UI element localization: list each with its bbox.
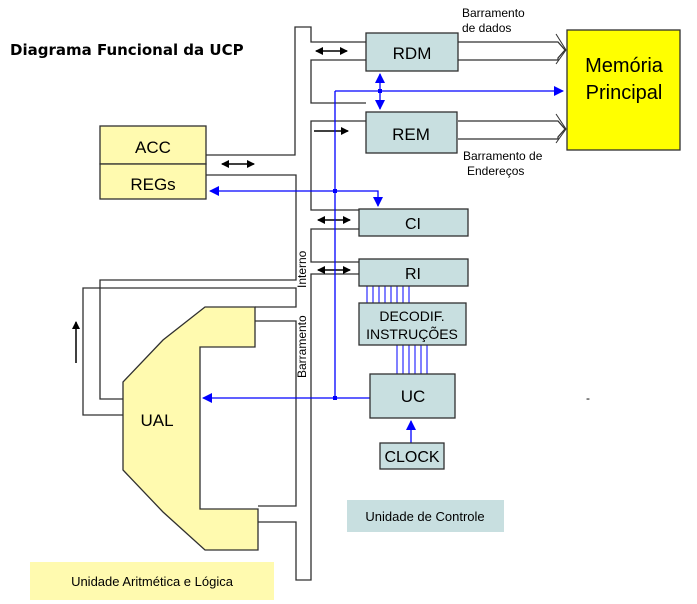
ci-control-line	[335, 190, 383, 207]
alu-legend: Unidade Aritmética e Lógica	[30, 562, 274, 600]
memory-label-line2: Principal	[586, 82, 663, 104]
alu-label: UAL	[140, 411, 173, 430]
data-bus-label-line1: Barramento	[462, 6, 525, 20]
register-rem[interactable]: REM	[365, 111, 458, 154]
alu-legend-text: Unidade Aritmética e Lógica	[71, 574, 234, 589]
regs-label: REGs	[130, 175, 175, 194]
register-ci[interactable]: CI	[358, 208, 469, 237]
register-ri[interactable]: RI	[358, 258, 469, 287]
acc-label: ACC	[135, 138, 171, 157]
control-lines	[202, 73, 564, 443]
uc-label: UC	[401, 387, 426, 406]
internal-bus-label-part2: Interno	[295, 250, 309, 288]
register-regs[interactable]: REGs	[99, 163, 207, 200]
control-unit-uc[interactable]: UC	[369, 373, 456, 419]
address-bus	[458, 120, 566, 140]
diagram-title: Diagrama Funcional da UCP	[10, 41, 244, 59]
rem-label: REM	[392, 125, 430, 144]
clock-block[interactable]: CLOCK	[379, 442, 445, 470]
decoder-label-line1: DECODIF.	[379, 308, 444, 324]
stray-mark: -	[586, 391, 590, 405]
clock-label: CLOCK	[384, 449, 439, 466]
data-bus	[458, 41, 566, 61]
alu-ual[interactable]: UAL	[122, 306, 259, 551]
address-bus-label-line1: Barramento de	[463, 149, 543, 163]
bus-transfer-arrows	[72, 47, 351, 363]
instruction-decoder[interactable]: DECODIF. INSTRUÇÕES	[358, 302, 467, 346]
control-unit-legend: Unidade de Controle	[347, 500, 504, 532]
memory-label-line1: Memória	[585, 55, 664, 77]
register-acc[interactable]: ACC	[99, 125, 207, 165]
main-memory[interactable]: Memória Principal	[566, 29, 681, 151]
internal-bus-label-part1: Barramento	[295, 315, 309, 378]
control-junction-dots	[333, 89, 382, 400]
rdm-label: RDM	[393, 44, 432, 63]
control-unit-legend-text: Unidade de Controle	[365, 509, 484, 524]
register-rdm[interactable]: RDM	[365, 32, 459, 72]
data-bus-label-line2: de dados	[462, 21, 511, 35]
decoder-label-line2: INSTRUÇÕES	[366, 326, 458, 342]
internal-bus	[82, 26, 366, 581]
address-bus-label-line2: Endereços	[467, 164, 524, 178]
ci-label: CI	[405, 216, 421, 233]
external-buses	[458, 33, 567, 144]
ri-label: RI	[405, 266, 421, 283]
